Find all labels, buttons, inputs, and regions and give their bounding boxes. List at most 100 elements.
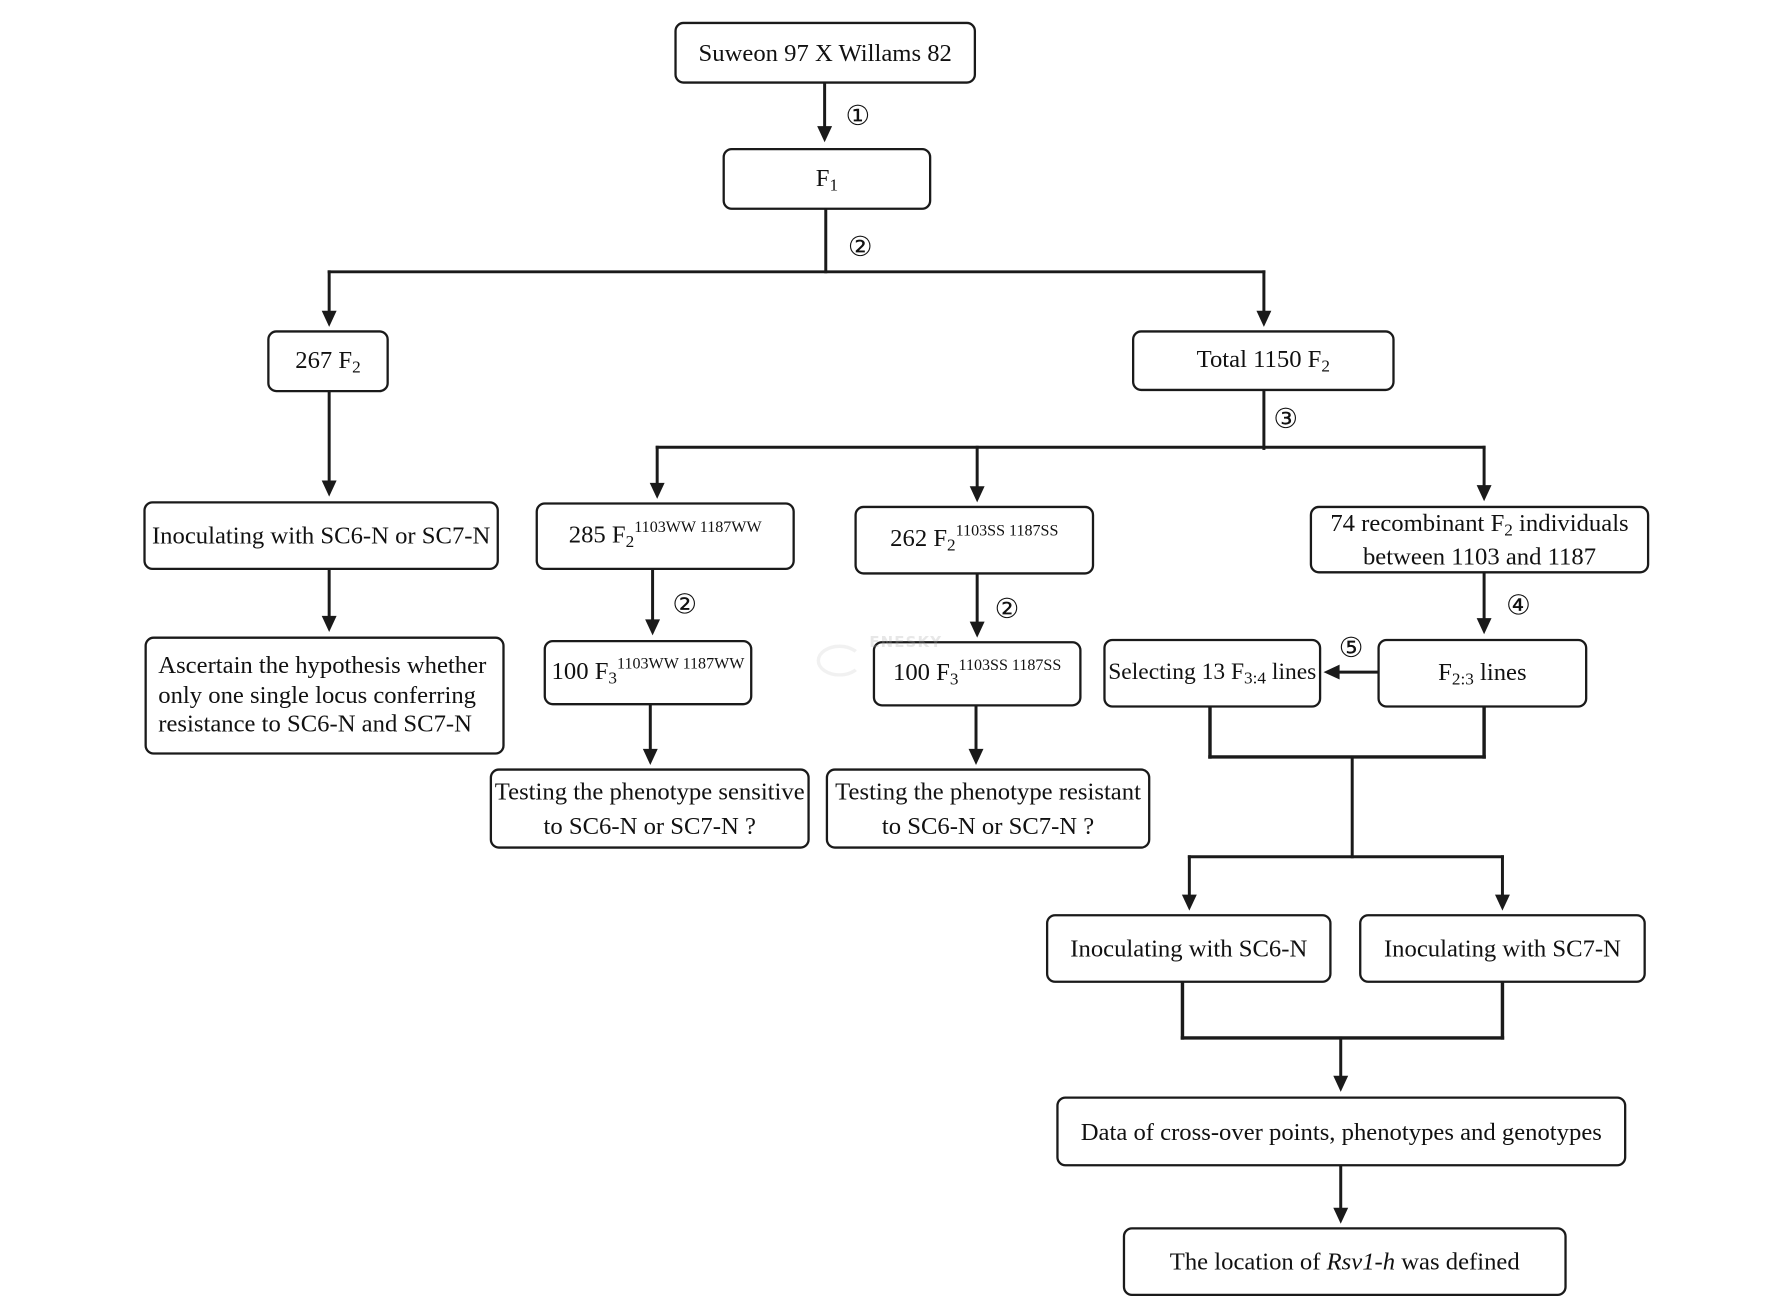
f3-ss-text: 100 F31103SS 1187SS bbox=[893, 657, 1061, 691]
location-box: The location of Rsv1-h was defined bbox=[1122, 1227, 1567, 1297]
inoculate-both-box: Inoculating with SC6-N or SC7-N bbox=[143, 501, 499, 571]
f23-lines-subscript: 2:3 bbox=[1451, 670, 1474, 689]
cross-label: Suweon 97 X Willams 82 bbox=[698, 38, 952, 67]
f34-select-subscript: 3:4 bbox=[1244, 669, 1267, 689]
f3-ww-text: 100 F31103WW 1187WW bbox=[552, 655, 745, 689]
f23-lines-label: F bbox=[1438, 657, 1452, 686]
f1-label: F bbox=[815, 163, 830, 191]
cross-box: Suweon 97 X Willams 82 bbox=[674, 21, 977, 84]
arrow-100-ww-to-testing-head bbox=[642, 748, 658, 765]
f2-ww-text: 285 F21103WW 1187WW bbox=[569, 519, 762, 553]
location-suffix: was defined bbox=[1395, 1247, 1520, 1276]
arrow-f23-to-selecting-head bbox=[1323, 664, 1340, 680]
step-label-5: ⑤ bbox=[1338, 631, 1364, 665]
f3-ww-superscript: 1103WW 1187WW bbox=[617, 655, 745, 673]
f2-ww-box: 285 F21103WW 1187WW bbox=[535, 502, 795, 571]
step-label-2-f1: ② bbox=[847, 230, 873, 263]
inoculate-sc6-text: Inoculating with SC6-N bbox=[1070, 934, 1307, 964]
inoculate-sc6-box: Inoculating with SC6-N bbox=[1045, 914, 1332, 983]
data-collect-text: Data of cross-over points, phenotypes an… bbox=[1081, 1117, 1602, 1147]
recombinant-text: 74 recombinant F2 individuals between 11… bbox=[1330, 508, 1628, 571]
f2-ss-label: 262 F bbox=[890, 524, 948, 552]
arrow-262-to-100-ss-head bbox=[969, 621, 985, 638]
location-gene: Rsv1-h bbox=[1326, 1247, 1396, 1276]
hypothesis-box: Ascertain the hypothesis whether only on… bbox=[144, 636, 505, 755]
recombinant-line-1: 74 recombinant F2 individuals bbox=[1330, 508, 1628, 541]
f2-ss-subscript: 2 bbox=[947, 536, 956, 556]
recombinant-line-2: between 1103 and 1187 bbox=[1362, 542, 1597, 571]
test-resistant-box: Testing the phenotype resistant to SC6-N… bbox=[825, 768, 1151, 849]
arrow-to-262-f2-head bbox=[969, 486, 985, 503]
f3-ss-box: 100 F31103SS 1187SS bbox=[872, 641, 1082, 707]
f34-select-box: Selecting 13 F3:4 lines bbox=[1103, 638, 1322, 708]
f2-total-label: Total 1150 F bbox=[1196, 345, 1322, 373]
arrow-cross-to-f1-head bbox=[817, 126, 833, 143]
test-resistant-line-2: to SC6-N or SC7-N ? bbox=[881, 812, 1095, 840]
arrow-267-to-inoculate-head bbox=[321, 480, 337, 497]
f23-lines-box: F2:3 lines bbox=[1377, 638, 1588, 708]
f2-ss-text: 262 F21103SS 1187SS bbox=[890, 523, 1058, 557]
inoculate-both-label: Inoculating with SC6-N or SC7-N bbox=[151, 521, 491, 550]
arrow-to-recombinant-head bbox=[1476, 485, 1492, 502]
recombinant-suffix: individuals bbox=[1512, 509, 1629, 537]
arrow-to-sc7-head bbox=[1494, 894, 1510, 911]
f2-total-text: Total 1150 F2 bbox=[1197, 344, 1330, 377]
f2-ww-label: 285 F bbox=[568, 520, 626, 548]
f2-ss-superscript: 1103SS 1187SS bbox=[955, 522, 1059, 541]
f3-ww-label: 100 F bbox=[551, 656, 609, 685]
data-collect-box: Data of cross-over points, phenotypes an… bbox=[1056, 1096, 1627, 1167]
arrow-to-285-f2-head bbox=[649, 482, 665, 499]
inoculate-sc6-label: Inoculating with SC6-N bbox=[1070, 934, 1308, 963]
test-sensitive-text: Testing the phenotype sensitive to SC6-N… bbox=[495, 774, 805, 843]
f2-267-text: 267 F2 bbox=[295, 345, 360, 378]
arrow-to-267-f2-head bbox=[321, 310, 337, 327]
arrow-recombinant-to-f23-head bbox=[1476, 618, 1492, 635]
hypothesis-text: Ascertain the hypothesis whether only on… bbox=[158, 652, 486, 740]
location-text: The location of Rsv1-h was defined bbox=[1170, 1247, 1520, 1277]
step-label-4: ④ bbox=[1506, 589, 1531, 622]
inoculate-both-text: Inoculating with SC6-N or SC7-N bbox=[152, 521, 490, 551]
arrow-285-to-100-ww-head bbox=[645, 619, 661, 636]
f2-267-label: 267 F bbox=[295, 345, 353, 374]
test-sensitive-box: Testing the phenotype sensitive to SC6-N… bbox=[489, 768, 810, 849]
arrow-inoculate-to-hypothesis-head bbox=[321, 615, 337, 632]
f1-box: F1 bbox=[722, 147, 932, 210]
arrow-to-total-f2-head bbox=[1256, 310, 1272, 327]
arrow-data-to-location-head bbox=[1333, 1207, 1349, 1224]
test-sensitive-line-2: to SC6-N or SC7-N ? bbox=[543, 812, 756, 840]
f34-select-suffix: lines bbox=[1266, 659, 1317, 685]
recombinant-box: 74 recombinant F2 individuals between 11… bbox=[1309, 505, 1650, 574]
recombinant-prefix: 74 recombinant F bbox=[1330, 509, 1505, 537]
f2-267-box: 267 F2 bbox=[267, 330, 389, 393]
f2-total-box: Total 1150 F2 bbox=[1131, 330, 1395, 392]
f1-subscript: 1 bbox=[829, 176, 839, 195]
test-resistant-text: Testing the phenotype resistant to SC6-N… bbox=[835, 774, 1141, 843]
f2-total-subscript: 2 bbox=[1321, 357, 1330, 377]
f3-ss-subscript: 3 bbox=[949, 670, 959, 689]
test-resistant-line-1: Testing the phenotype resistant bbox=[835, 777, 1141, 806]
f34-select-prefix: Selecting 13 F bbox=[1108, 659, 1245, 685]
arrow-to-data-head bbox=[1333, 1075, 1349, 1092]
f3-ss-label: 100 F bbox=[893, 657, 950, 686]
f34-select-text: Selecting 13 F3:4 lines bbox=[1108, 657, 1316, 689]
f23-lines-suffix: lines bbox=[1473, 657, 1527, 686]
inoculate-sc7-text: Inoculating with SC7-N bbox=[1384, 934, 1621, 964]
test-sensitive-line-1: Testing the phenotype sensitive bbox=[494, 777, 805, 806]
hypothesis-line-2: only one single locus conferring bbox=[158, 680, 477, 709]
f2-ss-box: 262 F21103SS 1187SS bbox=[854, 505, 1095, 575]
f3-ss-superscript: 1103SS 1187SS bbox=[958, 656, 1062, 674]
step-label-1: ① bbox=[845, 99, 871, 132]
f1-text: F1 bbox=[816, 162, 838, 195]
hypothesis-line-3: resistance to SC6-N and SC7-N bbox=[158, 710, 472, 738]
f2-ww-superscript: 1103WW 1187WW bbox=[634, 518, 762, 537]
f3-ww-box: 100 F31103WW 1187WW bbox=[543, 639, 753, 706]
step-label-3: ③ bbox=[1273, 402, 1299, 435]
location-prefix: The location of bbox=[1169, 1247, 1327, 1276]
arrow-100-ss-to-testing-head bbox=[968, 748, 984, 765]
hypothesis-line-1: Ascertain the hypothesis whether bbox=[158, 651, 487, 680]
step-label-2-ss: ② bbox=[994, 592, 1020, 626]
f3-ww-subscript: 3 bbox=[608, 669, 618, 688]
inoculate-sc7-label: Inoculating with SC7-N bbox=[1383, 934, 1621, 963]
